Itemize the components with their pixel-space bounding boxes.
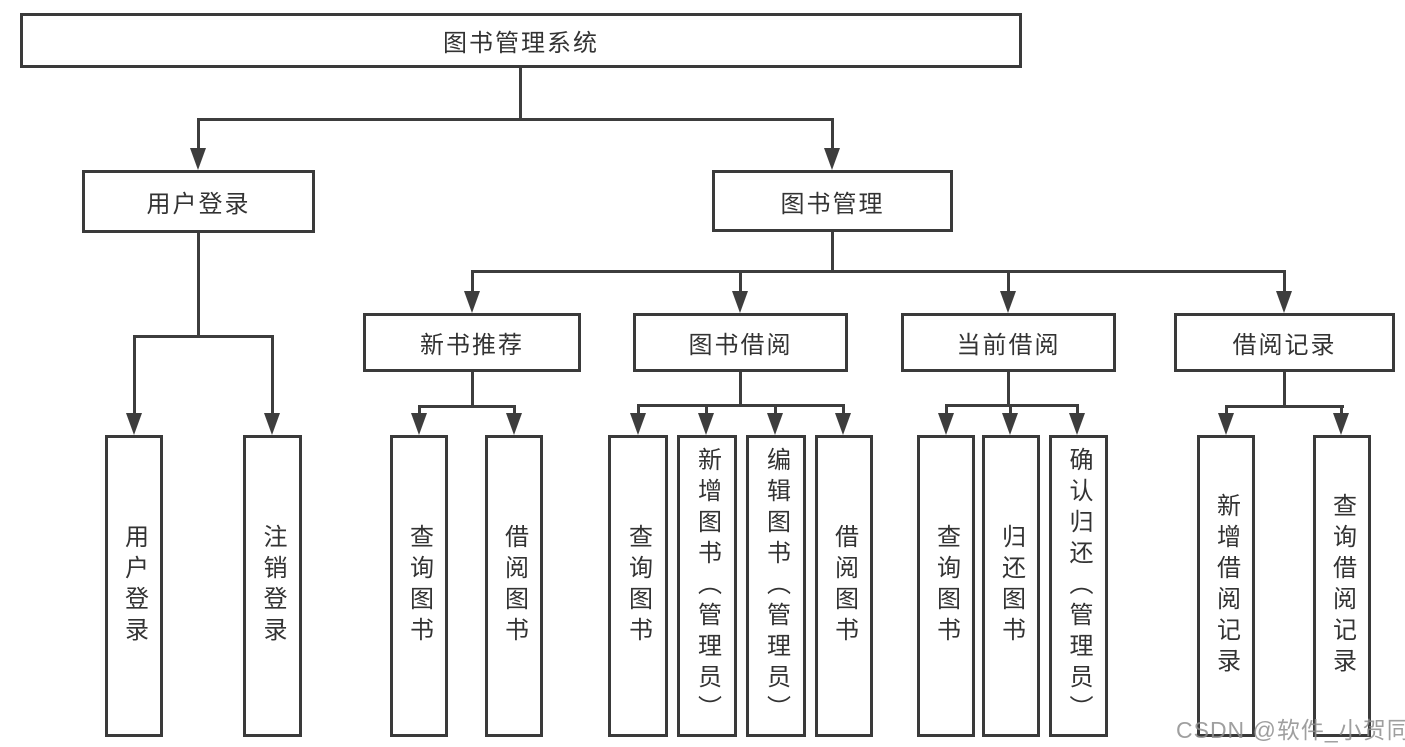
arrow-down-icon <box>1002 413 1018 435</box>
leaf-add-borrowing-record: 新增借阅记录 <box>1197 435 1255 737</box>
connector-records-stem <box>1283 372 1286 408</box>
connector-userlogin-crossbar <box>133 335 274 338</box>
leaf-query-borrowing-record: 查询借阅记录 <box>1313 435 1371 737</box>
node-book-management: 图书管理 <box>712 170 953 232</box>
connector-bookmgmt-drop-4 <box>1283 270 1286 293</box>
arrow-down-icon <box>464 291 480 313</box>
node-current-borrowing: 当前借阅 <box>901 313 1116 372</box>
connector-borrow-drop-2 <box>705 404 708 415</box>
arrow-down-icon <box>1000 291 1016 313</box>
arrow-down-icon <box>190 148 206 170</box>
arrow-down-icon <box>411 413 427 435</box>
connector-records-drop-1 <box>1225 405 1228 415</box>
connector-current-drop-2 <box>1009 404 1012 415</box>
arrow-down-icon <box>938 413 954 435</box>
arrow-down-icon <box>824 148 840 170</box>
arrow-down-icon <box>630 413 646 435</box>
leaf-query-books-current: 查询图书 <box>917 435 975 737</box>
leaf-user-login: 用户登录 <box>105 435 163 737</box>
leaf-query-books-borrowing: 查询图书 <box>608 435 668 737</box>
connector-bookmgmt-crossbar <box>471 270 1286 273</box>
node-new-book-recommendation: 新书推荐 <box>363 313 581 372</box>
connector-bookmgmt-drop-1 <box>471 270 474 293</box>
connector-records-crossbar <box>1225 405 1344 408</box>
node-library-management-system: 图书管理系统 <box>20 13 1022 68</box>
connector-borrow-drop-4 <box>842 404 845 415</box>
leaf-confirm-return-admin: 确认归还（管理员） <box>1049 435 1108 737</box>
connector-records-drop-2 <box>1340 405 1343 415</box>
arrow-down-icon <box>1069 413 1085 435</box>
connector-root-stem <box>519 68 522 118</box>
arrow-down-icon <box>1276 291 1292 313</box>
leaf-borrow-books: 借阅图书 <box>815 435 873 737</box>
connector-userlogin-stem <box>197 233 200 335</box>
leaf-return-books: 归还图书 <box>982 435 1040 737</box>
connector-newbook-crossbar <box>418 405 516 408</box>
arrow-down-icon <box>835 413 851 435</box>
arrow-down-icon <box>698 413 714 435</box>
arrow-down-icon <box>767 413 783 435</box>
connector-bookmgmt-drop-2 <box>739 270 742 293</box>
node-book-borrowing: 图书借阅 <box>633 313 848 372</box>
connector-userlogin-drop-2 <box>271 335 274 415</box>
connector-root-crossbar <box>197 118 834 121</box>
arrow-down-icon <box>732 291 748 313</box>
connector-current-stem <box>1007 372 1010 407</box>
connector-borrow-drop-3 <box>774 404 777 415</box>
node-user-login: 用户登录 <box>82 170 315 233</box>
connector-borrow-stem <box>739 372 742 407</box>
leaf-query-books-recommendation: 查询图书 <box>390 435 448 737</box>
leaf-add-books-admin: 新增图书（管理员） <box>677 435 737 737</box>
connector-root-drop-right <box>831 118 834 150</box>
connector-newbook-stem <box>471 372 474 408</box>
connector-userlogin-drop-1 <box>133 335 136 415</box>
connector-current-crossbar <box>945 404 1079 407</box>
connector-root-drop-left <box>197 118 200 150</box>
arrow-down-icon <box>1333 413 1349 435</box>
connector-borrow-drop-1 <box>637 404 640 415</box>
arrow-down-icon <box>264 413 280 435</box>
connector-newbook-drop-2 <box>513 405 516 415</box>
arrow-down-icon <box>1218 413 1234 435</box>
leaf-borrow-books-recommendation: 借阅图书 <box>485 435 543 737</box>
arrow-down-icon <box>506 413 522 435</box>
leaf-edit-books-admin: 编辑图书（管理员） <box>746 435 806 737</box>
connector-current-drop-1 <box>945 404 948 415</box>
connector-current-drop-3 <box>1076 404 1079 415</box>
arrow-down-icon <box>126 413 142 435</box>
connector-newbook-drop-1 <box>418 405 421 415</box>
connector-bookmgmt-stem <box>831 232 834 272</box>
node-borrowing-records: 借阅记录 <box>1174 313 1395 372</box>
connector-borrow-crossbar <box>637 404 845 407</box>
connector-bookmgmt-drop-3 <box>1007 270 1010 293</box>
csdn-watermark: CSDN @软件_小贺同学 <box>1176 717 1405 743</box>
leaf-logout: 注销登录 <box>243 435 302 737</box>
